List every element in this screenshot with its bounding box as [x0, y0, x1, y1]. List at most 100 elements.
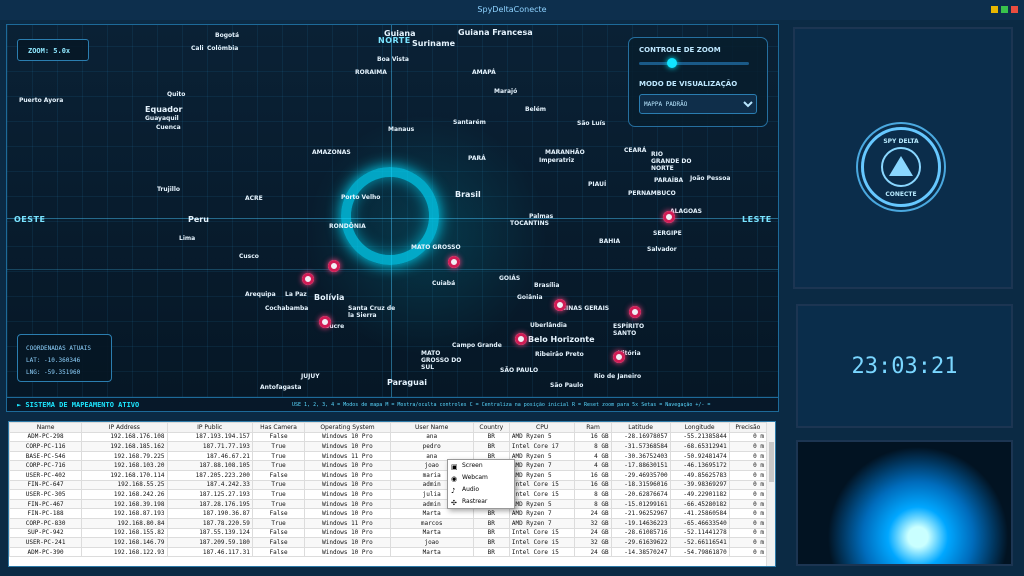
- table-cell[interactable]: -68.65312941: [669, 441, 730, 452]
- column-header[interactable]: User Name: [389, 422, 474, 433]
- table-cell[interactable]: 192.168.176.108: [81, 431, 168, 443]
- map-canvas[interactable]: ZOOM: 5.0x CONTROLE DE ZOOM MODO DE VISU…: [7, 25, 778, 397]
- table-cell[interactable]: 192.168.242.26: [81, 489, 168, 500]
- table-cell[interactable]: Intel Core i5: [508, 489, 576, 500]
- table-cell[interactable]: -17.88630151: [610, 460, 671, 471]
- table-cell[interactable]: 192.168.55.25: [81, 479, 168, 491]
- column-header[interactable]: Has Camera: [251, 422, 306, 433]
- table-scrollbar[interactable]: [766, 422, 775, 566]
- table-cell[interactable]: Windows 10 Pro: [304, 537, 391, 548]
- table-cell[interactable]: 192.168.170.114: [81, 469, 168, 481]
- table-cell[interactable]: True: [251, 489, 306, 500]
- table-cell[interactable]: 192.168.80.84: [81, 517, 168, 529]
- table-cell[interactable]: 187.205.223.200: [166, 469, 253, 481]
- table-cell[interactable]: 0 m: [728, 517, 768, 529]
- table-cell[interactable]: Windows 10 Pro: [304, 498, 391, 510]
- column-header[interactable]: CPU: [508, 422, 576, 433]
- table-cell[interactable]: 192.168.79.225: [81, 450, 168, 462]
- table-cell[interactable]: AMD Ryzen 5: [508, 431, 576, 443]
- device-marker[interactable]: [328, 260, 340, 272]
- table-cell[interactable]: SUP-PC-942: [9, 527, 83, 539]
- zoom-slider-handle[interactable]: [667, 58, 677, 68]
- context-menu-item-screen[interactable]: ▣Screen: [448, 460, 514, 472]
- table-cell[interactable]: -28.16978057: [610, 431, 671, 443]
- context-menu-item-audio[interactable]: ♪Audio: [448, 484, 514, 496]
- table-cell[interactable]: 192.168.87.193: [81, 508, 168, 519]
- table-cell[interactable]: Intel Core i5: [508, 527, 576, 539]
- table-cell[interactable]: CORP-PC-830: [9, 517, 83, 529]
- table-cell[interactable]: Windows 10 Pro: [304, 469, 391, 481]
- column-header[interactable]: Operating System: [304, 422, 391, 433]
- table-cell[interactable]: FIN-PC-647: [9, 479, 83, 491]
- table-cell[interactable]: 187.125.27.193: [166, 489, 253, 500]
- device-marker[interactable]: [554, 299, 566, 311]
- table-cell[interactable]: ana: [389, 431, 474, 443]
- table-cell[interactable]: Windows 10 Pro: [304, 441, 391, 452]
- table-cell[interactable]: 192.168.122.93: [81, 546, 168, 558]
- table-cell[interactable]: Intel Core i5: [508, 479, 576, 491]
- map-panel[interactable]: ZOOM: 5.0x CONTROLE DE ZOOM MODO DE VISU…: [6, 24, 779, 412]
- view-mode-select[interactable]: MAPPA PADRÃO: [639, 94, 757, 114]
- table-cell[interactable]: -41.25860584: [669, 508, 730, 519]
- table-cell[interactable]: USER-PC-305: [9, 489, 83, 500]
- minimize-button[interactable]: [991, 6, 998, 13]
- table-cell[interactable]: BR: [472, 546, 510, 558]
- maximize-button[interactable]: [1001, 6, 1008, 13]
- table-cell[interactable]: -55.21385844: [669, 431, 730, 443]
- column-header[interactable]: Country: [472, 422, 510, 433]
- table-cell[interactable]: FIN-PC-467: [9, 498, 83, 510]
- table-cell[interactable]: 187.46.67.21: [166, 450, 253, 462]
- table-cell[interactable]: pedro: [389, 441, 474, 452]
- table-cell[interactable]: 0 m: [728, 546, 768, 558]
- column-header[interactable]: Longitude: [669, 422, 730, 433]
- table-cell[interactable]: False: [251, 469, 306, 481]
- table-cell[interactable]: Intel Core i5: [508, 537, 576, 548]
- device-marker[interactable]: [302, 273, 314, 285]
- column-header[interactable]: Latitude: [610, 422, 671, 433]
- device-marker[interactable]: [613, 351, 625, 363]
- column-header[interactable]: Precisão: [728, 422, 768, 433]
- table-cell[interactable]: 0 m: [728, 450, 768, 462]
- table-cell[interactable]: True: [251, 517, 306, 529]
- table-cell[interactable]: ADM-PC-298: [9, 431, 83, 443]
- table-cell[interactable]: USER-PC-402: [9, 469, 83, 481]
- table-cell[interactable]: -14.38570247: [610, 546, 671, 558]
- table-cell[interactable]: AMD Ryzen 5: [508, 450, 576, 462]
- table-cell[interactable]: 192.168.155.82: [81, 527, 168, 539]
- table-cell[interactable]: 0 m: [728, 479, 768, 491]
- table-cell[interactable]: 24 GB: [574, 508, 612, 519]
- table-cell[interactable]: -52.66116541: [669, 537, 730, 548]
- table-cell[interactable]: AMD Ryzen 7: [508, 508, 576, 519]
- table-cell[interactable]: BR: [472, 517, 510, 529]
- table-cell[interactable]: 0 m: [728, 508, 768, 519]
- table-cell[interactable]: 4 GB: [574, 450, 612, 462]
- table-cell[interactable]: 0 m: [728, 441, 768, 452]
- table-cell[interactable]: BR: [472, 508, 510, 519]
- table-cell[interactable]: 8 GB: [574, 441, 612, 452]
- device-marker[interactable]: [448, 256, 460, 268]
- table-cell[interactable]: 187.28.176.195: [166, 498, 253, 510]
- table-cell[interactable]: True: [251, 460, 306, 471]
- table-cell[interactable]: 4 GB: [574, 460, 612, 471]
- context-menu[interactable]: ▣Screen ◉Webcam ♪Audio ✣Rastrear: [447, 459, 515, 509]
- table-cell[interactable]: 24 GB: [574, 546, 612, 558]
- table-cell[interactable]: BR: [472, 527, 510, 539]
- table-cell[interactable]: CORP-PC-716: [9, 460, 83, 471]
- table-cell[interactable]: -49.85625783: [669, 469, 730, 481]
- table-cell[interactable]: 8 GB: [574, 489, 612, 500]
- zoom-slider[interactable]: [639, 58, 749, 68]
- table-cell[interactable]: ADM-PC-390: [9, 546, 83, 558]
- device-marker[interactable]: [629, 306, 641, 318]
- table-cell[interactable]: marcos: [389, 517, 474, 529]
- table-cell[interactable]: 16 GB: [574, 431, 612, 443]
- table-cell[interactable]: False: [251, 527, 306, 539]
- table-cell[interactable]: 0 m: [728, 460, 768, 471]
